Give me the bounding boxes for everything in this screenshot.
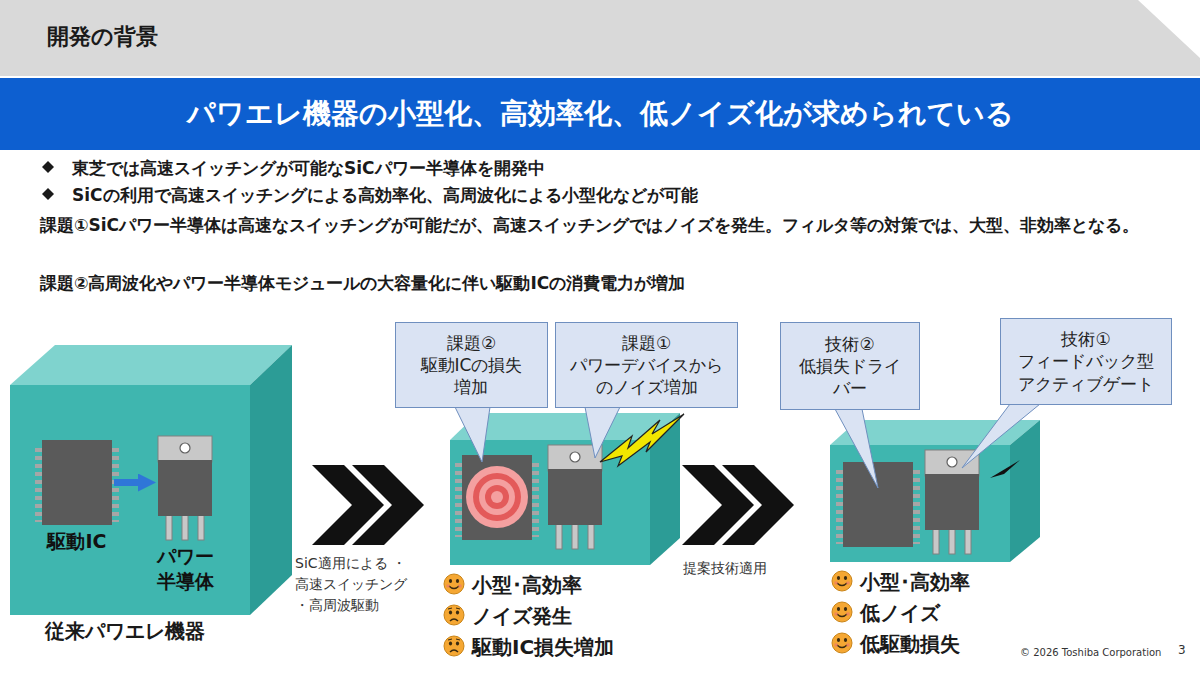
callout-tail xyxy=(585,407,620,458)
heat-ring xyxy=(491,491,503,503)
step-note: 提案技術適用 xyxy=(683,559,767,577)
device-caption: 従来パワエレ機器 xyxy=(45,618,205,644)
callout-heading: 技術① xyxy=(1061,328,1110,350)
result-text: 低駆動損失 xyxy=(860,631,960,657)
heat-ring xyxy=(473,473,521,521)
callout-text: パワーデバイスから のノイズ増加 xyxy=(570,354,723,398)
chevron xyxy=(722,465,794,545)
issue-text: 課題①SiCパワー半導体は高速なスイッチングが可能だが、高速スイッチングではノイ… xyxy=(40,213,1165,237)
ic-chip xyxy=(455,455,539,540)
ic-chip xyxy=(836,462,920,547)
copyright-note: © 2026 Toshiba Corporation xyxy=(1020,646,1161,659)
worried-face xyxy=(444,605,464,625)
flow-arrow xyxy=(114,479,138,486)
bullet-text: 東芝では高速スイッチングが可能なSiCパワー半導体を開発中 xyxy=(72,157,545,179)
cube-front xyxy=(830,445,1010,562)
step-note: SiC適用による ・高速スイッチング ・高周波駆動 xyxy=(295,553,407,616)
smile-face xyxy=(832,633,852,653)
chevron-arrow xyxy=(312,465,424,545)
result-text: 小型･高効率 xyxy=(860,569,970,595)
result-text: ノイズ発生 xyxy=(472,603,572,629)
callout-tail xyxy=(835,409,878,488)
smile-face xyxy=(444,574,464,594)
heat-ring xyxy=(466,466,528,528)
device-cube xyxy=(10,345,292,615)
callout-tail xyxy=(455,407,490,462)
technology-callout: 技術②低損失ドライ バー xyxy=(780,322,920,410)
bullet-diamond xyxy=(42,161,54,173)
smile-face xyxy=(832,602,852,622)
headline-text: パワエレ機器の小型化、高効率化、低ノイズ化が求められている xyxy=(187,95,1014,133)
issue-callout: 課題②駆動ICの損失 増加 xyxy=(395,322,548,408)
issue-text: 課題②高周波化やパワー半導体モジュールの大容量化に伴い駆動ICの消費電力が増加 xyxy=(40,272,685,294)
cube-front xyxy=(10,385,250,615)
result-text: 小型･高効率 xyxy=(472,572,582,598)
power-transistor xyxy=(925,450,979,554)
part-label: パワー 半導体 xyxy=(157,544,214,593)
part-label: 駆動IC xyxy=(47,529,106,554)
bullet-text: SiCの利用で高速スイッチングによる高効率化、高周波化による小型化などが可能 xyxy=(72,184,698,206)
header-band xyxy=(0,0,1200,76)
result-text: 駆動IC損失増加 xyxy=(472,634,614,660)
technology-callout: 技術①フィードバック型 アクティブゲート xyxy=(1000,318,1172,405)
callout-text: フィードバック型 アクティブゲート xyxy=(1018,350,1154,394)
chevron xyxy=(352,465,424,545)
callout-heading: 課題② xyxy=(447,332,496,354)
callout-heading: 課題① xyxy=(622,332,671,354)
callout-heading: 技術② xyxy=(825,333,874,355)
power-transistor xyxy=(548,445,602,549)
page-title: 開発の背景 xyxy=(47,22,158,52)
callout-text: 低損失ドライ バー xyxy=(799,355,901,399)
callout-tails xyxy=(455,404,1040,488)
power-transistor xyxy=(158,436,212,540)
cube-side xyxy=(250,345,292,615)
heat-ring xyxy=(479,479,515,515)
small-noise-mark xyxy=(990,460,1020,478)
bullet-diamond xyxy=(42,188,54,200)
ic-chip xyxy=(35,440,119,525)
power-semiconductor: パワー 半導体 xyxy=(158,436,212,540)
cube-top xyxy=(10,345,292,385)
chevron-arrow xyxy=(682,465,794,545)
smile-face xyxy=(832,571,852,591)
worried-face xyxy=(444,636,464,656)
headline-band: パワエレ機器の小型化、高効率化、低ノイズ化が求められている xyxy=(0,78,1200,150)
heat-ring xyxy=(485,485,509,509)
cube-side xyxy=(1010,420,1040,562)
callout-text: 駆動ICの損失 増加 xyxy=(421,354,523,398)
result-text: 低ノイズ xyxy=(860,600,940,626)
callout-tail xyxy=(962,404,1040,468)
driver-ic: 駆動IC xyxy=(42,440,112,525)
page-number: 3 xyxy=(1178,643,1186,659)
issue-callout: 課題①パワーデバイスから のノイズ増加 xyxy=(555,322,738,408)
